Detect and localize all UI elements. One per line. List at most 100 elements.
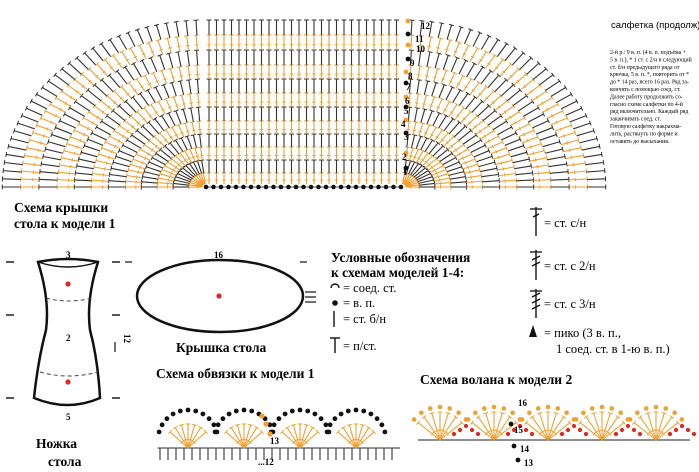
stitch-top xyxy=(583,415,589,419)
stitch-post xyxy=(91,132,107,141)
stitch-post xyxy=(516,179,534,182)
stitch-top xyxy=(518,87,523,93)
leg-height: 12 xyxy=(122,334,132,344)
stitch-top xyxy=(108,171,111,178)
stitch-post xyxy=(415,93,419,108)
stitch-top xyxy=(87,66,92,71)
stitch-post xyxy=(73,129,90,138)
stitch-post xyxy=(130,115,143,127)
stitch-post xyxy=(476,155,493,163)
stitch-post xyxy=(581,145,600,151)
stitch-bar xyxy=(69,164,72,169)
stitch-post xyxy=(568,170,587,174)
stitch-top xyxy=(544,88,548,94)
stitch-post xyxy=(471,422,495,441)
stitch-post xyxy=(191,121,196,135)
stitch-top xyxy=(20,113,24,119)
stitch-bar xyxy=(147,82,152,86)
stitch-post xyxy=(547,416,565,441)
stitch-top xyxy=(150,71,156,75)
stitch-post xyxy=(438,84,445,99)
chain-stitch xyxy=(501,406,507,411)
stitch-post xyxy=(125,100,137,113)
stitch-post xyxy=(189,182,203,187)
stitch-post xyxy=(445,86,453,101)
stitch-post xyxy=(159,132,170,144)
stitch-post xyxy=(492,59,504,73)
stitch-top xyxy=(438,159,442,165)
chain-stitch xyxy=(511,427,517,433)
stitch-bar xyxy=(412,129,417,132)
stitch-top xyxy=(555,132,558,138)
stitch-post xyxy=(428,21,433,37)
stitch-post xyxy=(88,68,102,81)
stitch-post xyxy=(416,173,431,181)
stitch-post xyxy=(407,107,411,122)
row-number: 9 xyxy=(410,58,415,68)
stitch-top xyxy=(91,171,94,177)
stitch-post xyxy=(88,111,103,121)
stitch-top xyxy=(425,151,431,156)
stitch-bar xyxy=(121,134,125,138)
chain-stitch xyxy=(631,427,637,433)
stitch-post xyxy=(61,68,76,80)
chain-stitch xyxy=(376,184,381,190)
stitch-top xyxy=(100,145,104,151)
stitch-post xyxy=(427,36,432,52)
stitch-top xyxy=(157,130,163,135)
chain-stitch xyxy=(589,406,595,411)
stitch-top xyxy=(419,20,425,22)
stitch-top xyxy=(259,429,264,435)
stitch-bar xyxy=(435,135,439,139)
stitch-top xyxy=(224,429,229,435)
stitch-post xyxy=(186,50,190,66)
stitch-top xyxy=(404,146,411,149)
stitch-post xyxy=(199,134,202,148)
stitch-post xyxy=(477,105,490,117)
stitch-top xyxy=(90,130,94,136)
stitch-post xyxy=(568,178,588,181)
chain-stitch xyxy=(256,184,261,190)
stitch-bar xyxy=(174,104,179,107)
stitch-post xyxy=(113,90,126,103)
stitch-bar xyxy=(82,132,86,137)
stitch-top xyxy=(79,93,84,99)
stitch-top xyxy=(465,43,471,47)
stitch-bar xyxy=(187,74,192,76)
stitch-post xyxy=(458,60,467,75)
stitch-post xyxy=(477,416,495,441)
stitch-post xyxy=(165,129,175,142)
stitch-top xyxy=(468,77,474,81)
stitch-post xyxy=(70,136,87,144)
stitch-post xyxy=(144,144,157,154)
stitch-bar xyxy=(102,70,106,74)
stitch-top xyxy=(476,80,482,85)
stitch-post xyxy=(36,124,54,132)
stitch-top xyxy=(531,170,534,176)
stitch-post xyxy=(482,90,495,103)
chain-stitch xyxy=(297,407,303,413)
stitch-top xyxy=(421,415,427,419)
stitch-post xyxy=(41,163,60,168)
stitch-post xyxy=(527,150,545,156)
chain-stitch xyxy=(249,408,255,414)
stitch-post xyxy=(539,134,557,141)
stitch-post xyxy=(195,20,198,36)
stitch-top xyxy=(172,425,178,430)
stitch-bar xyxy=(168,174,171,179)
stitch-top xyxy=(159,69,165,72)
stitch-post xyxy=(96,63,109,77)
stitch-post xyxy=(470,120,484,131)
stitch-top xyxy=(475,113,480,119)
stitch-bar xyxy=(180,131,184,135)
stitch-bar xyxy=(147,152,150,156)
chain-stitch xyxy=(323,184,329,190)
stitch-top xyxy=(77,156,80,162)
stitch-post xyxy=(109,39,120,54)
stitch-top xyxy=(44,146,47,152)
stitch-post xyxy=(501,132,517,141)
stitch-post xyxy=(550,87,566,97)
stitch-bar xyxy=(487,139,491,143)
stitch-post xyxy=(432,173,449,179)
stitch-bar xyxy=(536,164,539,169)
